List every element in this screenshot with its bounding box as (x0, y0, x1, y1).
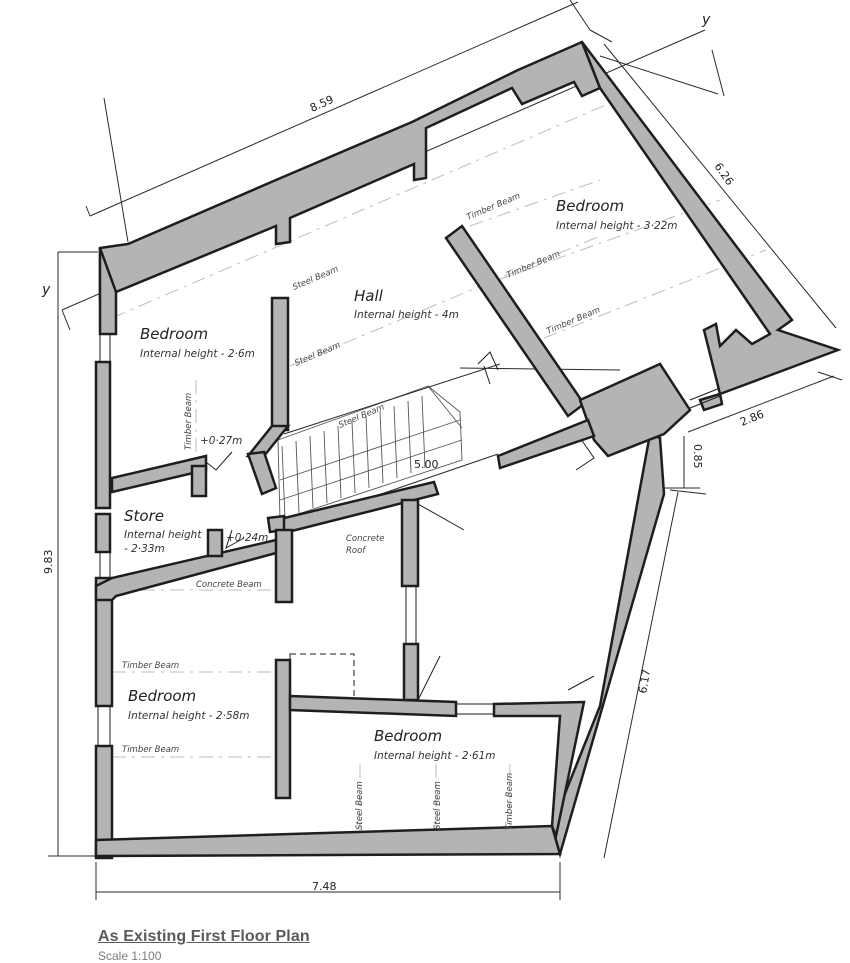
wall-southeast (550, 432, 666, 859)
room-name-hall: Hall (354, 287, 384, 305)
steel-beam-label-3: Steel Beam (337, 402, 386, 430)
room-height-bedroom-sw: Internal height - 2·58m (128, 710, 250, 722)
timber-beam-label-3: Timber Beam (545, 305, 602, 337)
room-name-bedroom-nw: Bedroom (140, 325, 208, 343)
wall-bedroom-hall (270, 296, 290, 432)
steel-beam-label-5: Steel Beam (433, 781, 443, 830)
dimension-right-lower: 6.17 (636, 668, 653, 694)
steel-beam-label-2: Steel Beam (293, 340, 342, 368)
door-swings (205, 431, 595, 701)
wall-west-b (94, 512, 112, 554)
wall-central-lower (274, 528, 294, 604)
axis-label-right: y (701, 12, 711, 28)
room-name-store: Store (124, 507, 164, 525)
concrete-roof-label-1: Concrete (346, 534, 384, 544)
timber-beam-label-2: Timber Beam (505, 249, 562, 281)
steel-beam-label-1: Steel Beam (291, 264, 340, 292)
wall-stair-west (246, 450, 278, 496)
wall-concrete-roof-east-b (402, 642, 420, 702)
room-height-bedroom-s: Internal height - 2·61m (374, 750, 496, 762)
room-labels: Bedroom Internal height - 2·6m Hall Inte… (124, 197, 678, 762)
wall-store-south (94, 538, 282, 602)
beam-lines (111, 103, 767, 838)
wall-core-block (578, 362, 692, 458)
timber-beam-label-1: Timber Beam (465, 191, 522, 223)
walls (94, 40, 842, 860)
timber-beam-label-5: Timber Beam (122, 661, 179, 671)
wall-core-diagonal (496, 418, 596, 470)
wall-concrete-roof-east (400, 498, 420, 588)
staircase (275, 351, 621, 531)
wall-southeast-b (492, 700, 586, 841)
dimension-right-upper: 6.26 (712, 160, 737, 188)
room-height-store-1: Internal height (124, 529, 202, 541)
timber-beam-label-4: Timber Beam (184, 393, 194, 450)
dimension-stair: 5.00 (414, 458, 439, 471)
dimension-lines (48, 0, 843, 900)
timber-beam-label-7: Timber Beam (505, 773, 515, 830)
steel-beam-label-4: Steel Beam (355, 781, 365, 830)
wall-west-a (94, 360, 112, 510)
timber-beam-label-6: Timber Beam (122, 745, 179, 755)
wall-bedroom-sw-north (288, 694, 458, 718)
dimension-left: 9.83 (42, 550, 55, 575)
dimension-right-tiny: 0.85 (691, 444, 704, 469)
room-height-store-2: - 2·33m (124, 543, 165, 555)
room-name-bedroom-ne: Bedroom (556, 197, 624, 215)
wall-north (98, 40, 602, 302)
wall-east-stub (698, 392, 724, 412)
drawing-title: As Existing First Floor Plan (98, 928, 310, 945)
concrete-beam-label: Concrete Beam (196, 580, 262, 590)
level-bedroom-step: +0·27m (200, 435, 242, 447)
dimension-bottom: 7.48 (312, 880, 337, 893)
wall-west-d (94, 744, 114, 860)
wall-store-east (206, 528, 224, 558)
wall-south (94, 824, 562, 858)
room-name-bedroom-s: Bedroom (374, 727, 442, 745)
wall-east (580, 41, 842, 396)
level-store-step: +0·24m (226, 532, 268, 544)
room-height-hall: Internal height - 4m (354, 309, 459, 321)
room-height-bedroom-ne: Internal height - 3·22m (556, 220, 678, 232)
window-openings (97, 334, 721, 746)
drawing-scale: Scale 1:100 (98, 949, 162, 963)
wall-bedroom-sw-east (274, 658, 292, 800)
dimension-top: 8.59 (308, 93, 336, 115)
wall-store-stub (190, 464, 208, 498)
level-markers: +0·27m +0·24m (200, 435, 268, 544)
concrete-roof-label-2: Roof (346, 546, 367, 556)
room-name-bedroom-sw: Bedroom (128, 687, 196, 705)
axis-markers: y y (41, 12, 711, 298)
wall-west-c (94, 576, 114, 708)
room-height-bedroom-nw: Internal height - 2·6m (140, 348, 255, 360)
axis-label-left: y (41, 282, 51, 298)
